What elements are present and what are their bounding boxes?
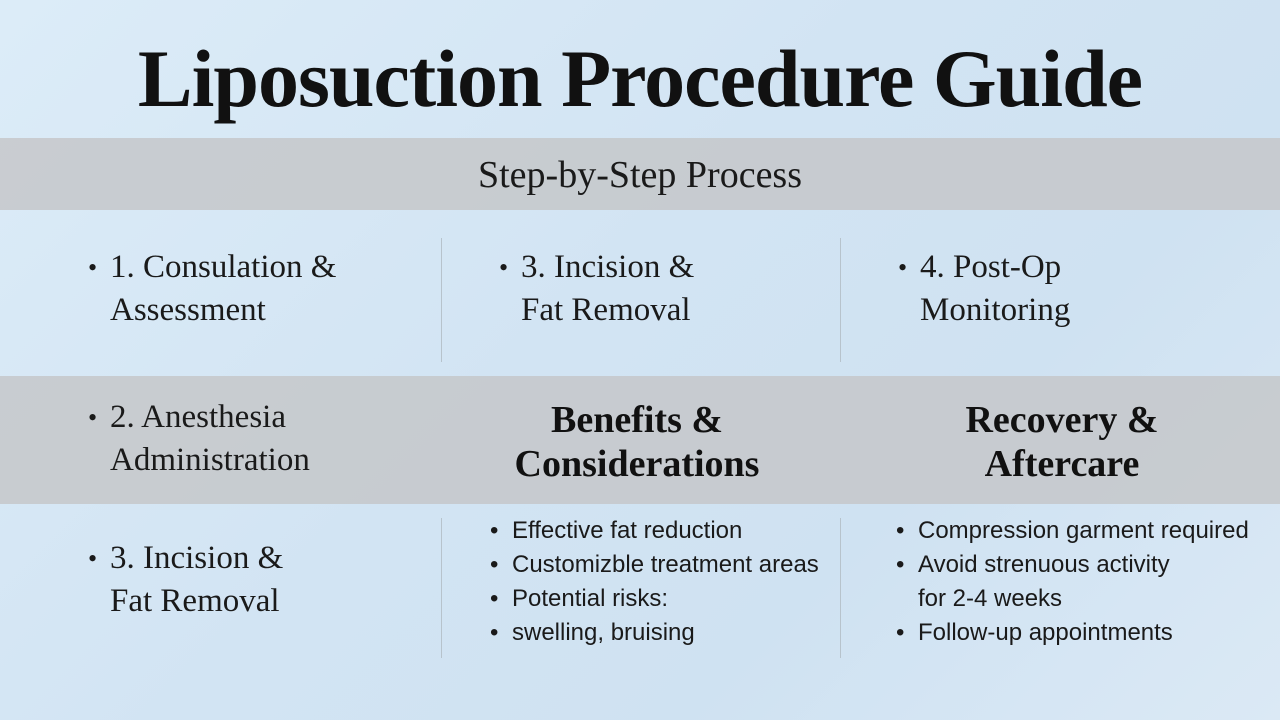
step-4-line1: 4. Post-Op (920, 249, 1062, 285)
recovery-heading: Recovery & Aftercare (862, 398, 1262, 486)
recovery-heading-line1: Recovery & (965, 399, 1159, 441)
bullet-icon: • (898, 253, 908, 282)
list-item: Customizble treatment areas (490, 548, 819, 582)
step-3-top-line2: Fat Removal (521, 292, 691, 328)
divider-bottom-left (441, 518, 442, 658)
benefits-list: Effective fat reduction Customizble trea… (490, 514, 819, 650)
list-item: Effective fat reduction (490, 514, 819, 548)
list-item: Potential risks: (490, 582, 819, 616)
step-1-line1: 1. Consulation & (110, 249, 337, 285)
benefits-heading-line1: Benefits & (550, 399, 724, 441)
step-2: • 2. Anesthesia Administration (88, 396, 310, 482)
step-2-line2: Administration (110, 442, 310, 478)
step-3-top-line1: 3. Incision & (521, 249, 695, 285)
step-3-bottom-line1: 3. Incision & (110, 540, 284, 576)
benefits-heading: Benefits & Considerations (437, 398, 837, 486)
step-3-bottom-line2: Fat Removal (110, 583, 280, 619)
divider-bottom-right (840, 518, 841, 658)
step-3-top: • 3. Incision & Fat Removal (499, 246, 695, 332)
step-4-line2: Monitoring (920, 292, 1071, 328)
recovery-heading-line2: Aftercare (984, 443, 1140, 485)
list-item: Avoid strenuous activity (896, 548, 1249, 582)
step-1: • 1. Consulation & Assessment (88, 246, 337, 332)
subtitle-band (0, 138, 1280, 210)
recovery-list: Compression garment required Avoid stren… (896, 514, 1249, 650)
bullet-icon: • (88, 544, 98, 573)
benefits-heading-line2: Considerations (514, 443, 760, 485)
step-3-bottom: • 3. Incision & Fat Removal (88, 537, 284, 623)
step-4: • 4. Post-Op Monitoring (898, 246, 1071, 332)
middle-band (0, 376, 1280, 504)
bullet-icon: • (88, 253, 98, 282)
divider-top-left (441, 238, 442, 362)
list-item: Follow-up appointments (896, 616, 1249, 650)
step-2-line1: 2. Anesthesia (110, 399, 286, 435)
divider-top-right (840, 238, 841, 362)
bullet-icon: • (88, 403, 98, 432)
list-item-continuation: for 2-4 weeks (918, 585, 1063, 612)
step-1-line2: Assessment (110, 292, 266, 328)
page-title: Liposuction Procedure Guide (137, 33, 1143, 124)
list-item: Compression garment required (896, 514, 1249, 548)
page-subtitle: Step-by-Step Process (477, 154, 803, 196)
list-item: swelling, bruising (490, 616, 819, 650)
bullet-icon: • (499, 253, 509, 282)
